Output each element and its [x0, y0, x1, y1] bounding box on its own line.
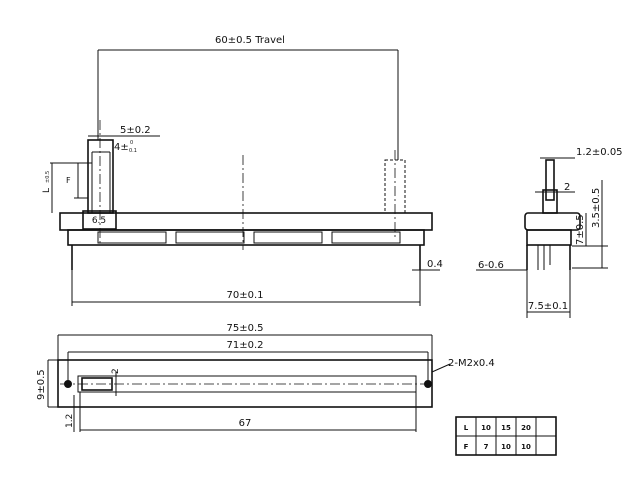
travel-label: 60±0.5 Travel [215, 35, 285, 46]
table-cell: 7 [484, 443, 489, 451]
table-cell: 15 [501, 424, 511, 432]
svg-text:±0.5: ±0.5 [45, 171, 51, 183]
shaft-thickness-label: 1.2±0.05 [576, 147, 623, 158]
overall-length-label: 75±0.5 [226, 323, 263, 334]
body-width-label: 7.5±0.1 [528, 301, 568, 312]
table-cell: 20 [521, 424, 531, 432]
svg-text:0: 0 [130, 140, 133, 146]
width-label: 9±0.5 [36, 369, 47, 400]
side-view: 1.2±0.05 2 7.5±0.1 6-0.6 7±0.5 3.5±0.5 [476, 147, 623, 318]
body-length-label: 70±0.1 [226, 290, 263, 301]
table-cell: 10 [481, 424, 491, 432]
hole-spacing-label: 71±0.2 [226, 340, 263, 351]
pin-offset-label: 0.4 [427, 259, 443, 270]
base-width-label: 6.5 [92, 216, 106, 226]
lever-width-label: 5±0.2 [120, 125, 151, 136]
slot-length-label: 67 [239, 418, 252, 429]
front-view: 60±0.5 Travel 5±0.2 4± 0 0.1 L ±0.5 F 6.… [42, 35, 443, 306]
table-cell: L [464, 424, 469, 432]
table-cell: 10 [501, 443, 511, 451]
mount-hole-left [64, 380, 72, 388]
bottom-body [57, 359, 433, 408]
body-height-label: 7±0.5 [575, 214, 586, 245]
shaft-width-label: 2 [564, 182, 570, 193]
svg-text:0.1: 0.1 [129, 148, 137, 154]
pin-spacing-label: 6-0.6 [478, 260, 504, 271]
lf-table: L 10 15 20 F 7 10 10 [455, 416, 557, 456]
table-cell: F [464, 443, 469, 451]
lever-height-label: L [42, 188, 52, 193]
lever-f-label: F [66, 176, 71, 185]
lever-inner-label: 4± [114, 142, 129, 153]
edge-label: 1.2 [65, 414, 75, 428]
slot-width-label: 2 [111, 368, 121, 374]
upper-height-label: 3.5±0.5 [591, 188, 602, 228]
bottom-view: 75±0.5 71±0.2 2-M2x0.4 2 9±0.5 1.2 67 [36, 323, 495, 432]
mount-holes-label: 2-M2x0.4 [448, 358, 495, 369]
table-cell: 10 [521, 443, 531, 451]
mount-hole-right [424, 380, 432, 388]
